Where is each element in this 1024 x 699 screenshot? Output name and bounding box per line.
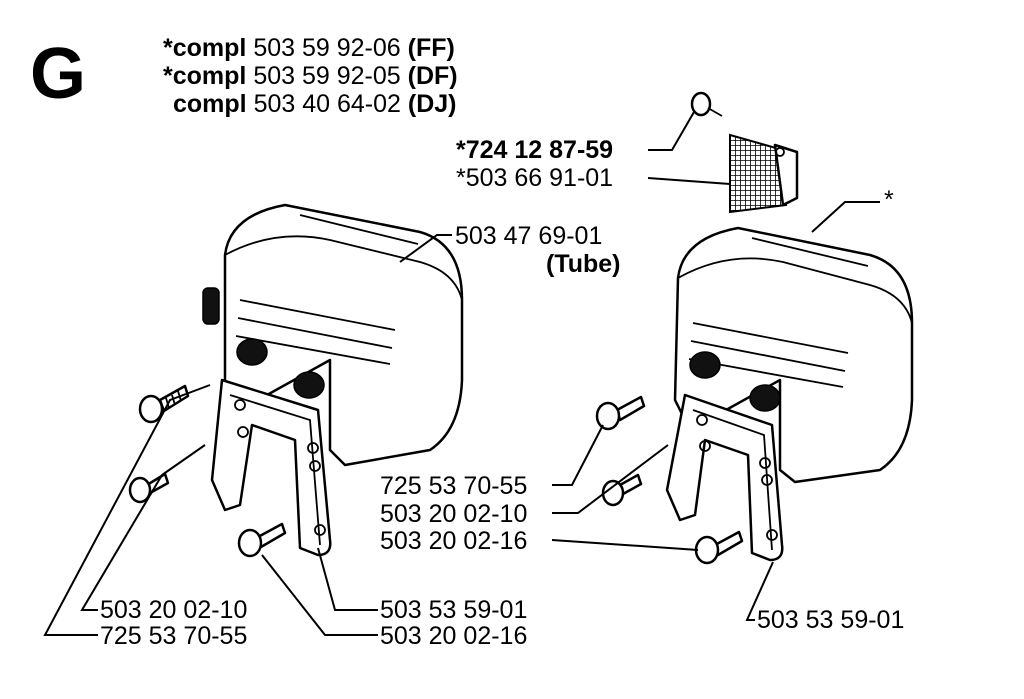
header-line-1: *compl 503 59 92-06 (FF) [163,34,455,62]
svg-text:*compl 503 59 92-05: *compl 503 59 92-05 (DF) [163,62,458,90]
right-exhaust-hole [749,384,781,412]
header-line-3: compl 503 40 64-02 (DJ) [173,90,457,118]
label-spark-screen: *503 66 91-01 [456,164,613,192]
label-left-muffler-note: (Tube) [546,250,621,278]
header-prefix: * [163,34,173,62]
right-muffler-body [673,226,914,484]
header-compl: compl [173,90,247,118]
left-muffler-tab [202,287,220,325]
header-compl: compl [173,62,247,90]
left-exhaust-hole [236,338,268,366]
label-right-bolt-lower: 503 20 02-16 [380,527,527,555]
svg-text:compl 503 40 64-02: compl 503 40 64-02 (DJ) [173,90,457,118]
header-number: 503 59 92-06 [253,34,400,62]
label-left-muffler: 503 47 69-01 [455,222,602,250]
left-screw-upper-drawing [128,472,170,504]
right-plate-drawing [665,393,784,562]
label-left-bolt-lower: 503 20 02-16 [380,622,527,650]
left-exhaust-hole [293,371,325,399]
header-compl: compl [173,34,247,62]
label-left-bolt-upper: 725 53 70-55 [100,622,247,650]
label-screen-screw: *724 12 87-59 [456,136,613,164]
leader-lines [43,111,880,636]
header-variant: (FF) [408,34,455,62]
section-letter: G [30,34,86,114]
label-right-plate: 503 53 59-01 [757,606,904,634]
svg-text:*compl 503 59 92-06: *compl 503 59 92-06 (FF) [163,34,455,62]
header-line-2: *compl 503 59 92-05 (DF) [163,62,458,90]
right-muffler-drawing [595,91,914,565]
header-variant: (DF) [408,62,458,90]
left-plate-drawing [210,378,332,557]
right-bolt-upper-drawing [595,395,646,431]
header-variant: (DJ) [408,90,457,118]
left-bolt-upper-drawing [138,384,190,424]
header-prefix: * [163,62,173,90]
label-right-muffler-marker: * [884,186,894,214]
left-bolt-lower-drawing [237,522,287,558]
left-muffler-drawing [128,203,464,558]
right-exhaust-hole [689,351,721,379]
header-number: 503 40 64-02 [254,90,401,118]
label-left-screw-upper: 503 20 02-10 [100,596,247,624]
header-number: 503 59 92-05 [253,62,400,90]
label-right-bolt-upper: 725 53 70-55 [380,472,527,500]
label-right-screw-upper: 503 20 02-10 [380,500,527,528]
right-bolt-lower-drawing [694,530,744,565]
label-left-plate: 503 53 59-01 [380,596,527,624]
left-muffler-body [223,203,464,467]
spark-screen-drawing [690,91,799,214]
